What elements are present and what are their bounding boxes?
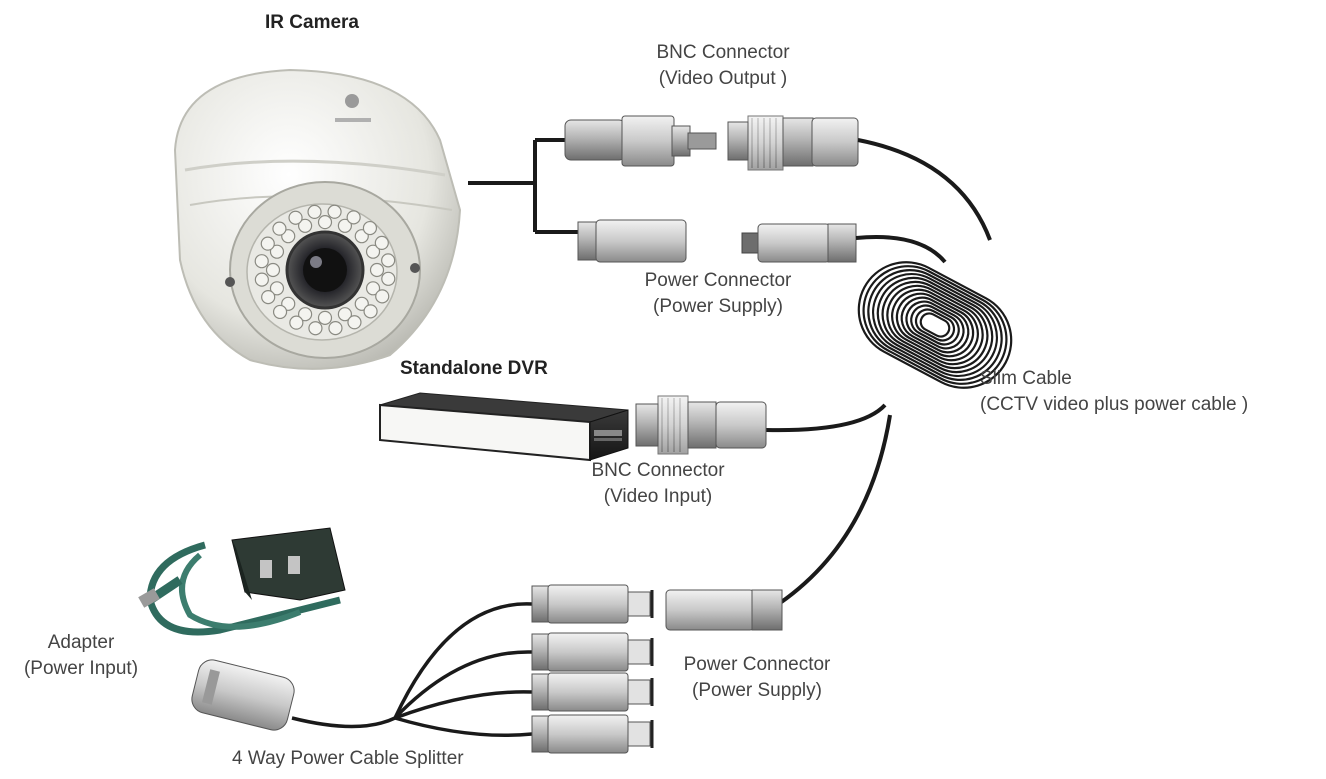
power-connector-bottom-label: Power Connector (Power Supply) (652, 652, 862, 703)
adapter-label: Adapter (Power Input) (6, 630, 156, 681)
bnc-output-title: BNC Connector (656, 42, 790, 63)
standalone-dvr-label: Standalone DVR (400, 358, 548, 379)
splitter-power-connectors-icon (531, 584, 654, 754)
power-connector-top-subtitle: (Power Supply) (653, 295, 783, 317)
adapter-subtitle: (Power Input) (23, 657, 139, 679)
power-connector-top-label: Power Connector (Power Supply) (608, 268, 828, 319)
camera-branch-cable (468, 138, 580, 234)
splitter-cable (291, 602, 533, 737)
power-adapter-icon (138, 527, 346, 636)
slim-cable-subtitle: (CCTV video plus power cable ) (980, 393, 1249, 415)
bnc-output-connector-icon (564, 115, 859, 171)
camera-to-coil-cable (855, 138, 992, 264)
power-connector-top-icon (577, 219, 857, 263)
power-connector-bottom-title: Power Connector (683, 654, 831, 675)
splitter-label: 4 Way Power Cable Splitter (232, 748, 464, 769)
bnc-output-label: BNC Connector (Video Output ) (618, 40, 828, 91)
adapter-title: Adapter (47, 632, 115, 653)
bnc-input-connector-icon (635, 395, 767, 455)
power-connector-bottom-subtitle: (Power Supply) (692, 679, 822, 701)
adapter-power-input-icon (191, 659, 295, 731)
bnc-output-subtitle: (Video Output ) (658, 67, 788, 89)
standalone-dvr-icon (379, 392, 629, 462)
coil-output-cable (765, 403, 892, 605)
ir-camera-label: IR Camera (265, 12, 359, 33)
bnc-input-subtitle: (Video Input) (603, 485, 713, 507)
power-connector-bottom-plug-icon (665, 589, 783, 631)
power-connector-top-title: Power Connector (644, 270, 792, 291)
ir-camera-icon (173, 68, 462, 370)
slim-cable-coil-icon (857, 261, 1013, 389)
slim-cable-title: Slim Cable (980, 368, 1072, 389)
bnc-input-label: BNC Connector (Video Input) (548, 458, 768, 509)
slim-cable-label: Slim Cable (CCTV video plus power cable … (980, 366, 1248, 417)
bnc-input-title: BNC Connector (591, 460, 725, 481)
